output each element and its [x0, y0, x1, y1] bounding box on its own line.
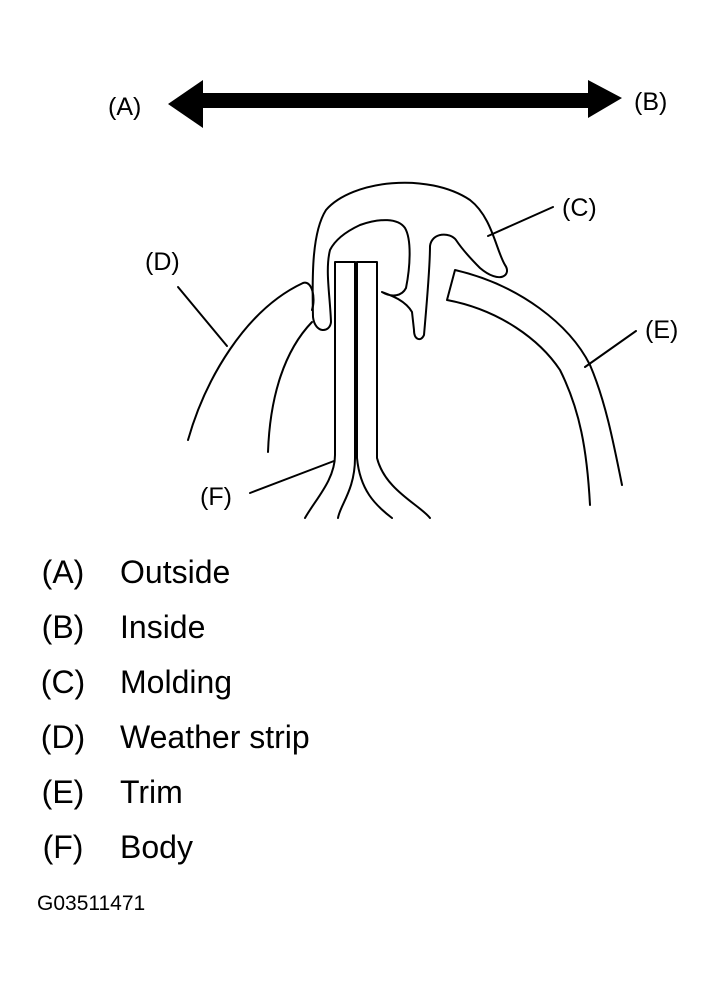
leader-line-f [249, 460, 335, 494]
callout-c: (C) [562, 194, 597, 222]
leader-line-c [487, 206, 554, 237]
legend-text: Outside [120, 554, 231, 590]
legend-item-molding: (C) Molding [0, 662, 725, 702]
legend-letter: (D) [40, 719, 86, 755]
legend-item-weather-strip: (D) Weather strip [0, 717, 725, 757]
legend-letter: (C) [40, 664, 86, 700]
leader-line-e [584, 330, 637, 368]
leader-line-d [177, 286, 228, 347]
legend-text: Molding [120, 664, 233, 700]
trim-shape [446, 269, 623, 506]
legend-letter: (E) [41, 774, 85, 810]
callout-b: (B) [634, 88, 667, 116]
legend-item-inside: (B) Inside [0, 607, 725, 647]
legend-letter: (A) [41, 554, 85, 590]
callout-f: (F) [200, 483, 232, 511]
cross-section-diagram: (A) (B) (C) (D) (E) (F) [108, 80, 678, 519]
legend-letter: (B) [41, 609, 85, 645]
legend-text: Trim [120, 774, 183, 810]
legend-text: Weather strip [120, 719, 310, 755]
weather-strip-shape [187, 281, 315, 453]
molding-shape [311, 181, 508, 341]
legend-item-trim: (E) Trim [0, 772, 725, 812]
callout-d: (D) [145, 248, 180, 276]
legend-letter: (F) [42, 829, 84, 865]
legend-item-body: (F) Body [0, 827, 725, 867]
legend-text: Inside [120, 609, 206, 645]
direction-arrow [168, 80, 622, 128]
callout-a: (A) [108, 93, 141, 121]
legend-text: Body [120, 829, 193, 865]
body-panel-shape [304, 261, 431, 519]
legend-item-outside: (A) Outside [0, 552, 725, 592]
figure-id: G03511471 [37, 892, 146, 915]
callout-e: (E) [645, 316, 678, 344]
